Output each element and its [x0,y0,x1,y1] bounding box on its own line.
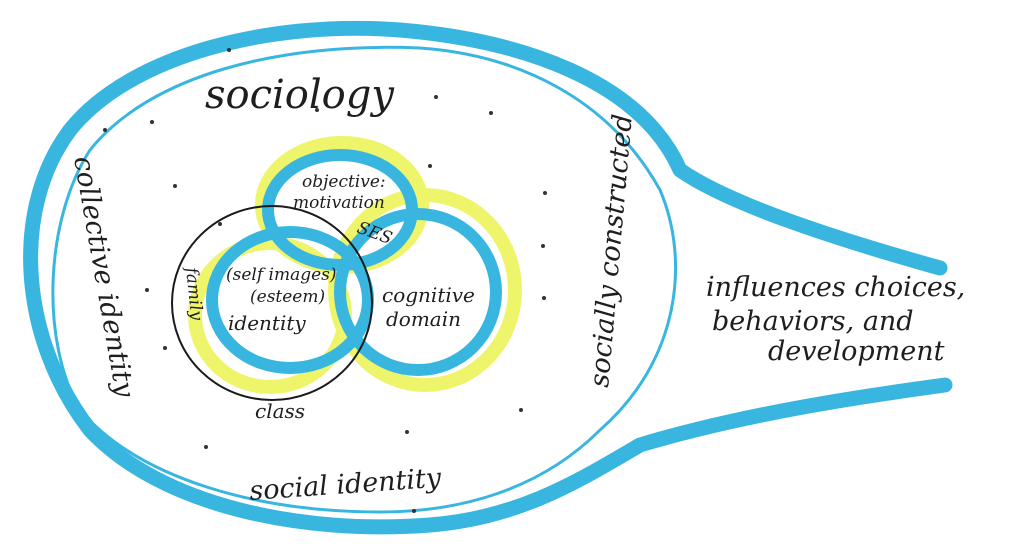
label-social-identity: social identity [248,463,442,507]
label-cognitive: cognitive [382,283,475,307]
blue-circle-right [334,208,502,376]
scattered-dots [103,48,547,513]
label-socially-constructed: socially constructed [584,113,639,389]
family-circle [171,205,373,401]
label-influences: influences choices, [706,272,965,303]
label-esteem: (esteem) [250,287,325,307]
label-behaviors: behaviors, and [712,306,914,337]
label-domain: domain [386,307,461,331]
label-development: development [768,336,945,367]
outer-balloon-outline [23,20,953,535]
blue-circle-center [206,226,374,374]
label-self-images: (self images) [226,265,337,285]
label-collective-identity: collective identity [67,154,140,400]
label-class: class [255,399,305,423]
inner-balloon-outline [51,45,677,514]
label-motivation: motivation [293,193,385,213]
label-identity-inner: identity [228,311,306,335]
label-sociology: sociology [205,72,395,118]
label-objective: objective: [302,172,386,192]
